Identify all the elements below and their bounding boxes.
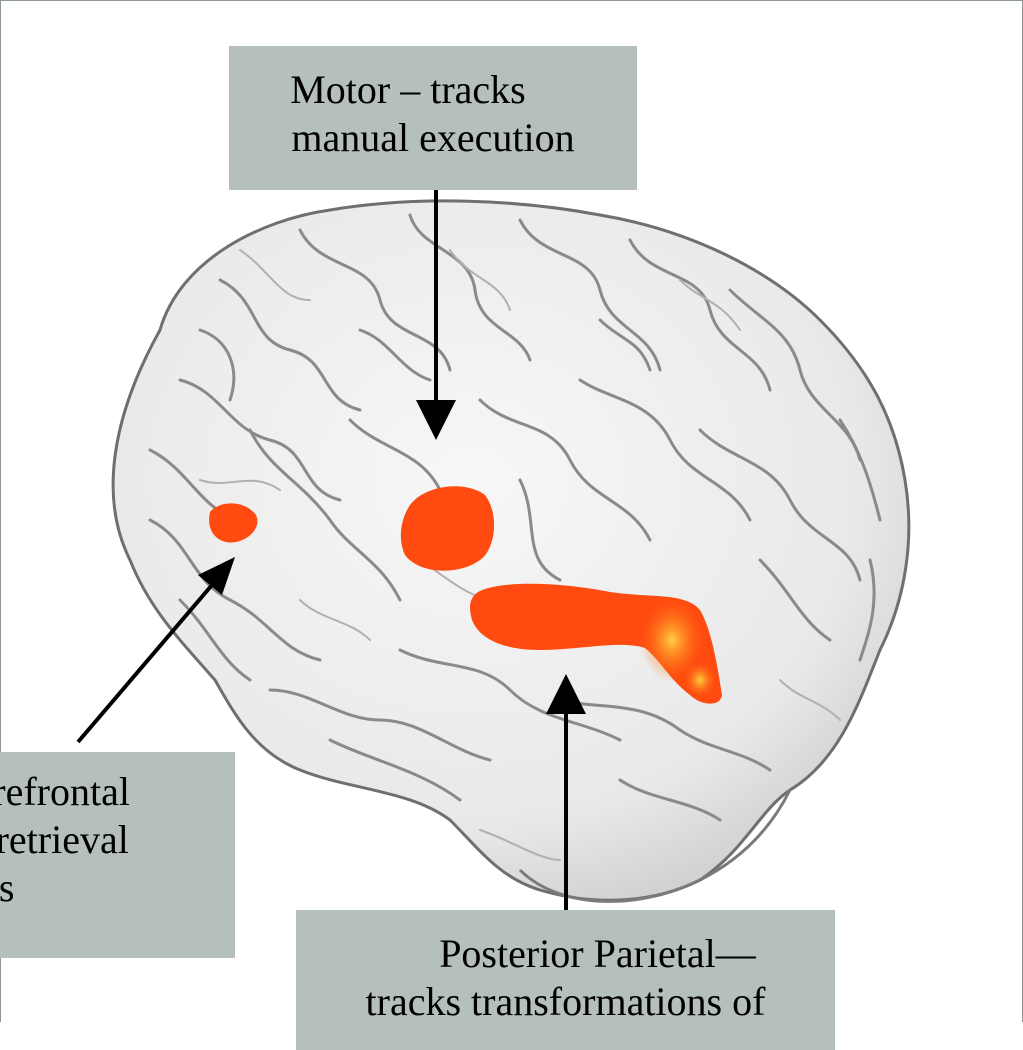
label-parietal: Posterior Parietal— tracks transformatio… [296, 910, 835, 1050]
label-parietal-line: tracks transformations of [296, 978, 835, 1026]
label-motor: Motor – tracks manual execution [229, 46, 637, 190]
arrow-prefrontal-shaft [78, 585, 212, 742]
activation-hotspot [684, 662, 716, 698]
label-prefrontal-line: cts [0, 864, 235, 912]
label-motor-line: manual execution [229, 114, 637, 162]
label-prefrontal-line: Prefrontal [0, 768, 235, 816]
label-prefrontal-line: s retrieval [0, 816, 235, 864]
label-parietal-line: Posterior Parietal— [296, 930, 835, 978]
label-prefrontal: Prefrontal s retrieval cts [0, 752, 235, 958]
label-motor-line: Motor – tracks [229, 66, 637, 114]
